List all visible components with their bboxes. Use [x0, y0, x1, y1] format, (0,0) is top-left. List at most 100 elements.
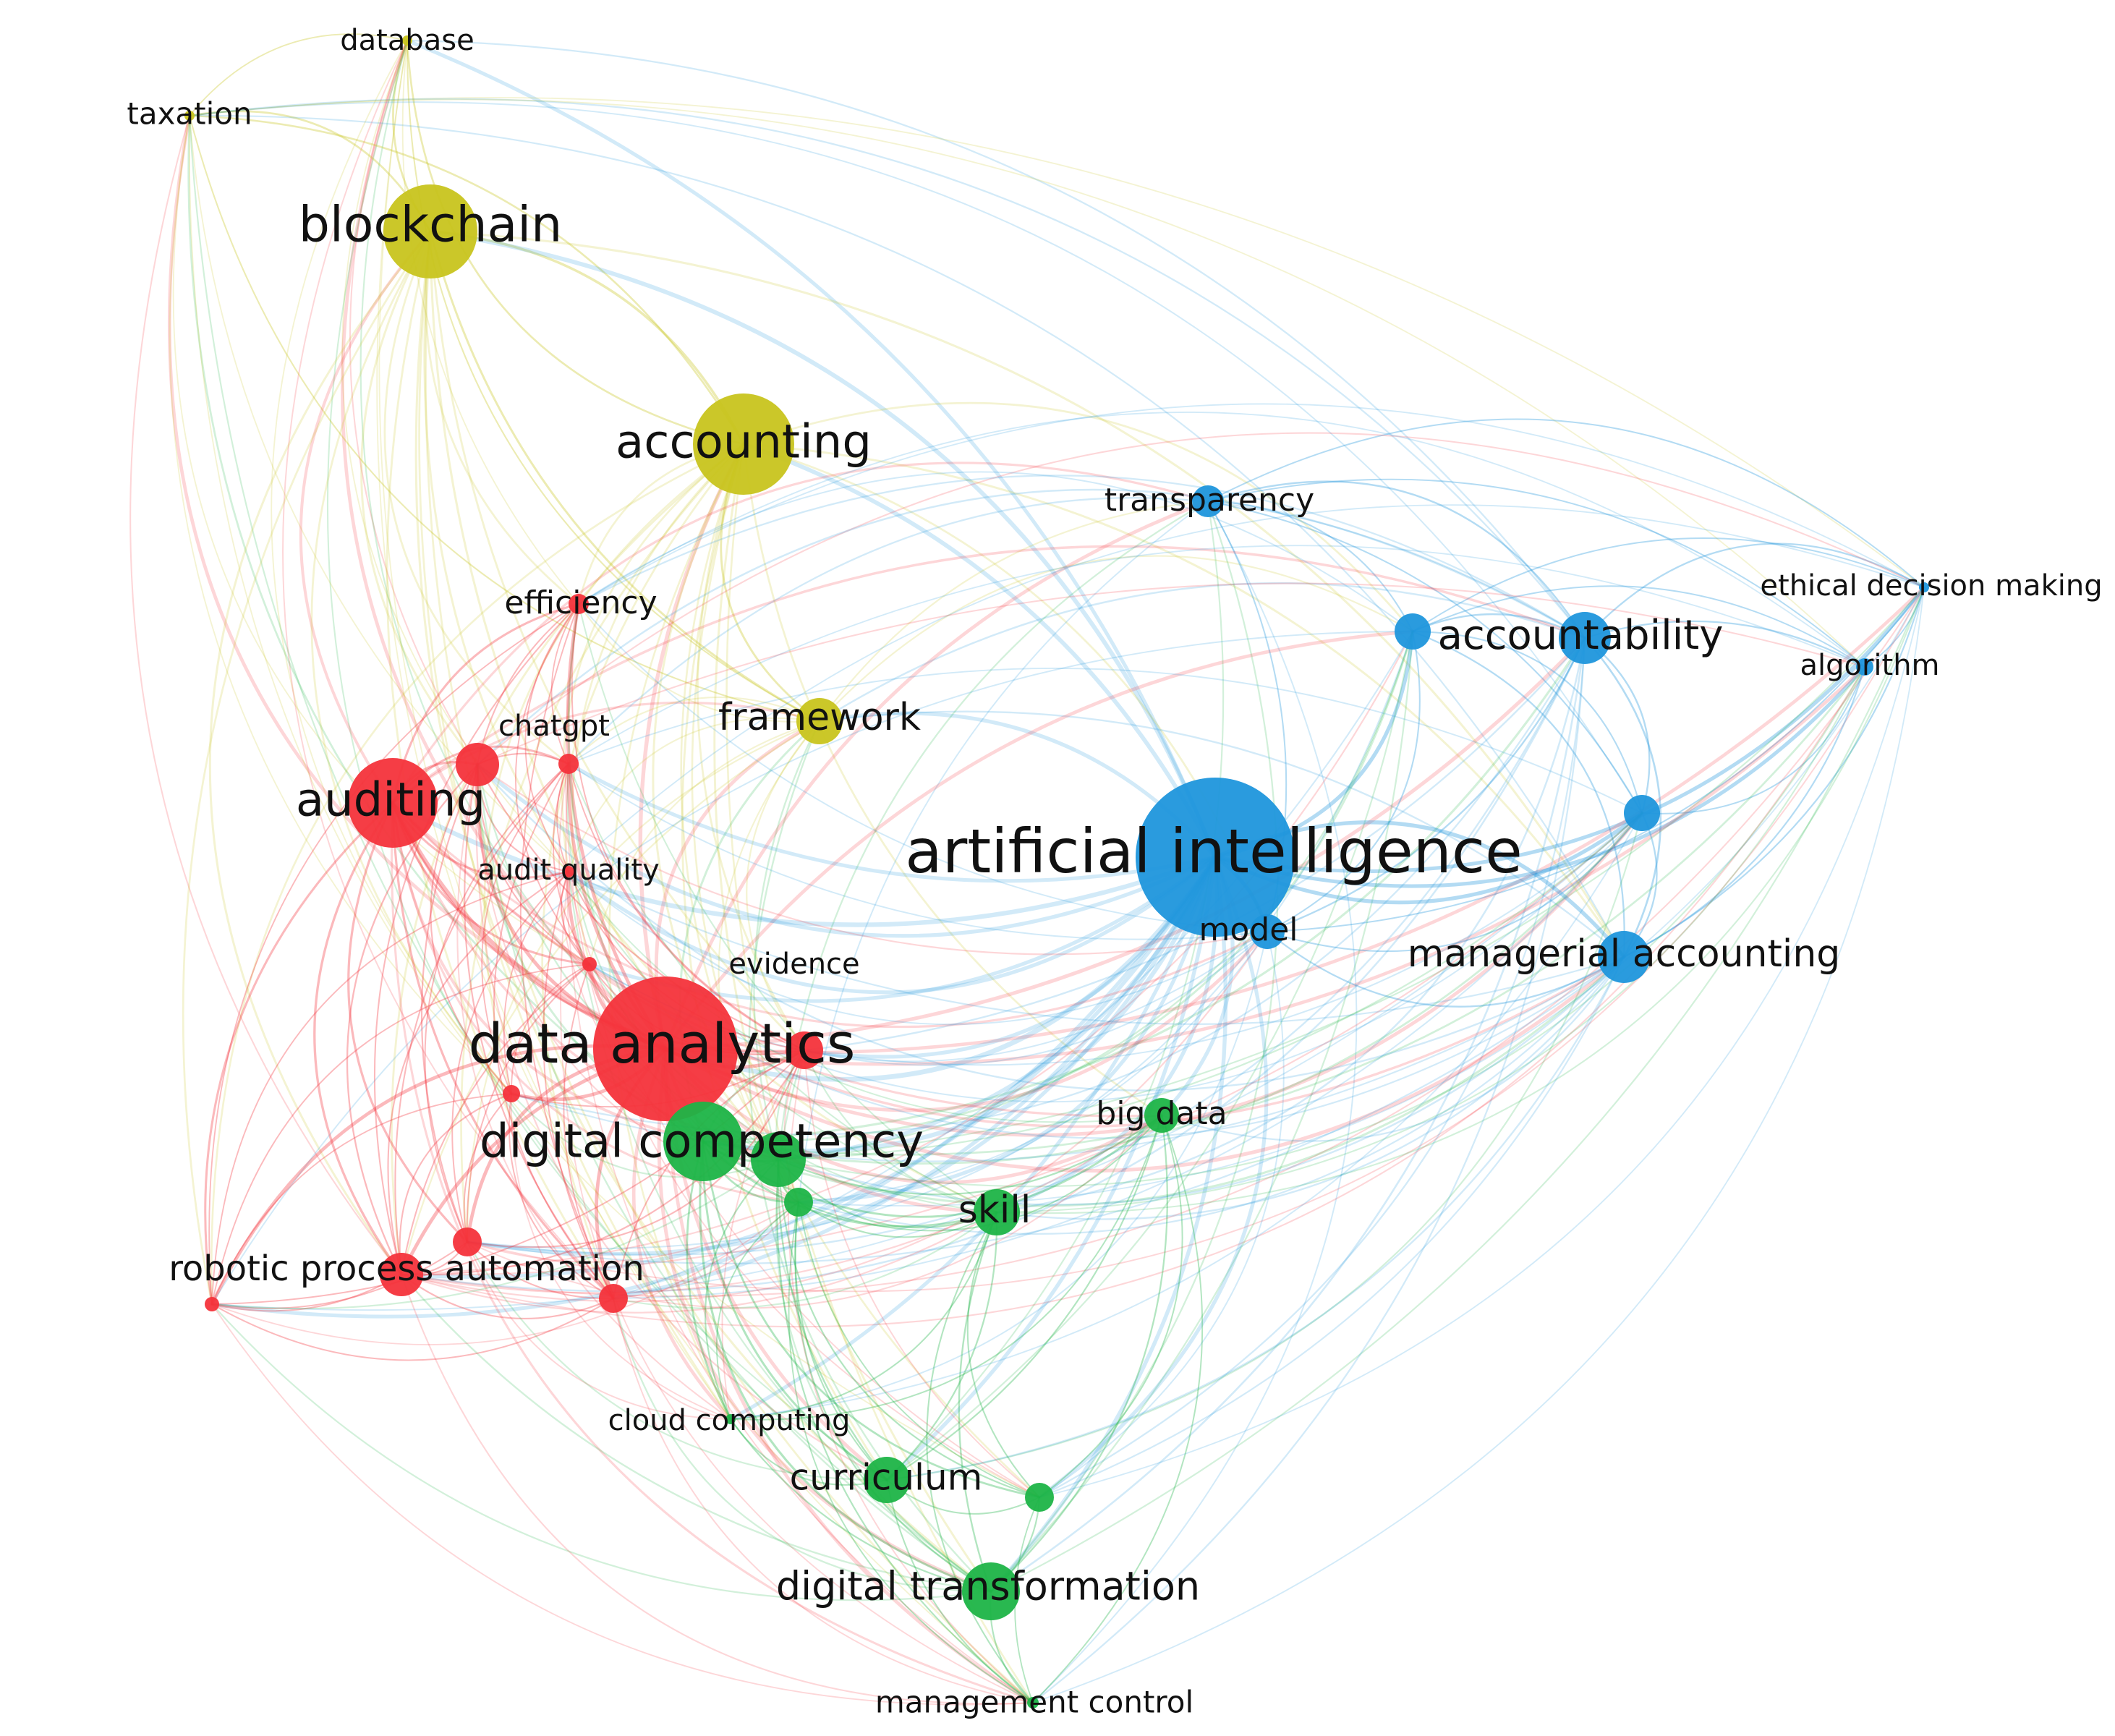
node-curriculum[interactable]	[864, 1457, 910, 1503]
edge-green-unlabeled-2-management-control	[788, 1201, 1034, 1703]
edge-red-unlabeled-4-green-unlabeled-2	[467, 1201, 799, 1263]
edge-accountability-algorithm	[1583, 620, 1866, 668]
node-robotic-process-automation[interactable]	[380, 1253, 423, 1296]
label-algorithm: algorithm	[1800, 649, 1939, 682]
node-algorithm[interactable]	[1856, 658, 1873, 676]
edge-transparency-accountability	[1207, 480, 1586, 639]
node-artificial-intelligence[interactable]	[1136, 778, 1295, 937]
edge-blue-unlabeled-2-robotic-process-automation	[400, 812, 1643, 1276]
label-blockchain: blockchain	[299, 197, 563, 254]
edge-green-unlabeled-1-management-control	[776, 1158, 1034, 1704]
edge-audit-quality-big-data	[568, 871, 1162, 1123]
node-green-unlabeled-1[interactable]	[751, 1132, 806, 1187]
edge-auditing-red-unlabeled-4	[347, 801, 469, 1243]
edge-green-unlabeled-1-curriculum	[777, 1158, 888, 1481]
edge-audit-quality-skill	[567, 870, 998, 1214]
edge-taxation-digital-competency	[187, 114, 705, 1143]
node-database[interactable]	[402, 35, 412, 46]
node-digital-transformation[interactable]	[962, 1562, 1020, 1620]
edge-green-unlabeled-2-cloud-computing	[715, 1201, 799, 1420]
node-skill[interactable]	[974, 1189, 1020, 1235]
edge-taxation-robotic-process-automation	[129, 114, 403, 1276]
node-red-unlabeled-1[interactable]	[456, 743, 499, 786]
edge-blue-unlabeled-1-blue-unlabeled-2	[1411, 630, 1643, 814]
edge-blue-unlabeled-1-red-unlabeled-4	[466, 630, 1414, 1250]
edge-chatgpt-red-unlabeled-5	[493, 763, 614, 1299]
node-big-data[interactable]	[1144, 1098, 1179, 1133]
edge-robotic-process-automation-red-unlabeled-6	[210, 1273, 403, 1312]
edge-red-unlabeled-3-red-unlabeled-6	[211, 1093, 512, 1305]
edge-model-data-analytics	[663, 929, 1269, 1112]
edge-ethical-decision-making-green-unlabeled-1	[777, 586, 1925, 1161]
node-cloud-computing[interactable]	[725, 1414, 736, 1424]
node-auditing[interactable]	[348, 758, 438, 848]
node-green-unlabeled-2[interactable]	[784, 1188, 813, 1217]
node-blue-unlabeled-2[interactable]	[1624, 795, 1660, 831]
edge-ethical-decision-making-skill	[995, 586, 1925, 1214]
node-red-unlabeled-6[interactable]	[205, 1297, 219, 1311]
edge-algorithm-managerial-accounting	[1622, 665, 1866, 958]
edge-framework-red-unlabeled-4	[466, 720, 821, 1243]
node-efficiency[interactable]	[569, 594, 589, 614]
edge-blue-unlabeled-2-model	[1266, 812, 1643, 953]
edge-database-data-analytics	[341, 38, 668, 1051]
edge-audit-quality-digital-transformation	[567, 870, 992, 1593]
node-ethical-decision-making[interactable]	[1919, 582, 1929, 592]
node-framework[interactable]	[796, 698, 843, 744]
node-green-unlabeled-3[interactable]	[1025, 1483, 1054, 1512]
edge-algorithm-red-unlabeled-1	[476, 582, 1866, 766]
edge-auditing-big-data	[391, 801, 1163, 1118]
edge-accounting-managerial-accounting	[742, 443, 1625, 958]
edge-blockchain-cloud-computing	[418, 230, 732, 1421]
node-accounting[interactable]	[693, 393, 794, 495]
node-data-analytics[interactable]	[593, 977, 738, 1121]
edge-blockchain-evidence	[429, 230, 806, 1052]
edge-taxation-blue-unlabeled-2	[189, 101, 1643, 814]
label-big-data: big data	[1096, 1095, 1227, 1132]
edge-managerial-accounting-audit-quality	[567, 870, 1625, 1025]
edge-efficiency-chatgpt	[550, 603, 579, 765]
edge-accounting-audit-quality	[561, 443, 745, 873]
edge-artificial-intelligence-red-unlabeled-5	[611, 855, 1217, 1301]
node-audit-quality[interactable]	[563, 866, 574, 877]
edge-database-accountability	[406, 39, 1586, 639]
node-red-unlabeled-3[interactable]	[503, 1085, 520, 1102]
node-accountability[interactable]	[1559, 612, 1611, 664]
edge-data-analytics-big-data	[663, 1047, 1164, 1185]
edge-efficiency-evidence	[571, 603, 805, 1051]
node-red-unlabeled-4[interactable]	[453, 1227, 482, 1256]
edge-model-efficiency	[578, 603, 1268, 932]
node-chatgpt[interactable]	[558, 754, 579, 774]
node-blockchain[interactable]	[383, 184, 477, 278]
edge-evidence-robotic-process-automation	[400, 1049, 806, 1276]
node-evidence[interactable]	[786, 1031, 823, 1069]
edge-accountability-blue-unlabeled-2	[1583, 637, 1651, 814]
edge-taxation-framework	[188, 114, 821, 723]
edge-red-unlabeled-6-green-unlabeled-1	[210, 1158, 780, 1310]
node-red-unlabeled-5[interactable]	[599, 1284, 628, 1313]
edge-ethical-decision-making-green-unlabeled-2	[798, 587, 1925, 1207]
edge-digital-competency-cloud-computing	[686, 1140, 732, 1421]
edge-transparency-ethical-decision-making	[1207, 418, 1925, 588]
edge-red-unlabeled-1-red-unlabeled-3	[430, 763, 513, 1095]
node-model[interactable]	[1250, 914, 1285, 949]
node-transparency[interactable]	[1192, 485, 1224, 517]
node-red-unlabeled-2[interactable]	[582, 957, 597, 971]
edge-blue-unlabeled-1-data-analytics	[663, 629, 1415, 1051]
edge-algorithm-digital-competency	[702, 665, 1866, 1156]
edge-skill-management-control	[926, 1211, 1034, 1704]
edge-blockchain-digital-transformation	[414, 230, 992, 1593]
edge-algorithm-blue-unlabeled-1	[1412, 585, 1865, 668]
node-blue-unlabeled-1[interactable]	[1395, 613, 1431, 650]
node-taxation[interactable]	[184, 111, 195, 121]
edge-ethical-decision-making-efficiency	[578, 403, 1925, 605]
edge-taxation-ethical-decision-making	[189, 97, 1925, 588]
edge-accountability-model	[1266, 637, 1586, 933]
label-database: database	[340, 24, 474, 57]
node-digital-competency[interactable]	[663, 1102, 743, 1181]
node-managerial-accounting[interactable]	[1598, 931, 1650, 983]
edge-red-unlabeled-1-cloud-computing	[456, 763, 732, 1421]
edge-robotic-process-automation-digital-transformation	[400, 1273, 992, 1593]
node-management-control[interactable]	[1027, 1697, 1039, 1709]
label-framework: framework	[718, 696, 921, 739]
